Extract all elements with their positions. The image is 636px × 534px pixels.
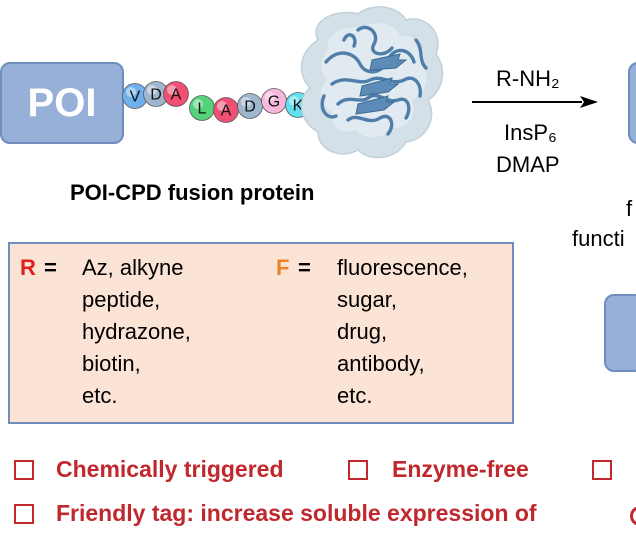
feature-enzyme-free: Enzyme-free [392,456,529,482]
peptide-bead-letter: D [244,99,256,116]
fusion-protein-caption: POI-CPD fusion protein [70,180,315,205]
feature-friendly-tag: Friendly tag: increase soluble expressio… [56,500,537,526]
legend-f-item-1: fluorescence, [337,255,468,280]
peptide-bead-letter: V [130,89,141,106]
legend-r-item-4: biotin, [82,351,141,376]
peptide-bead-4: L [189,95,215,121]
reaction-reagent-dmap: DMAP [496,152,560,177]
reaction-reagent-amine: R-NH₂ [496,66,560,91]
peptide-bead-letter: A [221,103,232,120]
peptide-bead-letter: K [293,98,304,115]
checkbox-chemically-triggered [14,460,34,480]
legend-r-item-5: etc. [82,383,118,408]
checkbox-enzyme-free [348,460,368,480]
peptide-bead-letter: G [268,94,280,111]
poi-label: POI [27,81,97,125]
product-box-bottom [604,294,636,372]
reaction-arrow [472,96,598,108]
cut-off-glyph [630,506,636,526]
peptide-bead-letter: L [198,101,207,118]
peptide-bead-1: V [122,83,148,109]
legend-f-item-4: antibody, [337,351,425,376]
cpd-protein-structure [300,6,444,159]
product-caption-line1: f [626,196,633,221]
product-box-top [628,62,636,144]
legend-r-item-2: peptide, [82,287,161,312]
legend-r-key: R [20,255,36,280]
protein-ribbons [320,25,428,136]
peptide-bead-7: G [261,88,287,114]
product-caption-line2: functi [572,226,625,251]
legend-f-item-5: etc. [337,383,373,408]
peptide-bead-2: D [143,81,169,107]
legend-r-equals: = [44,255,57,280]
peptide-bead-letter: A [171,87,182,104]
legend-f-equals: = [298,255,311,280]
peptide-bead-3: A [163,81,189,107]
substituent-legend-box [8,242,514,424]
feature-chemically-triggered: Chemically triggered [56,456,284,482]
poi-box [0,62,124,144]
peptide-bead-6: D [237,93,263,119]
legend-f-item-3: drug, [337,319,388,344]
legend-f-item-2: sugar, [337,287,397,312]
peptide-bead-letter: D [150,87,162,104]
checkbox-cut-off [592,460,612,480]
checkbox-friendly-tag [14,504,34,524]
legend-r-item-3: hydrazone, [82,319,191,344]
legend-f-key: F [276,255,290,280]
protein-sheets [355,53,408,115]
peptide-bead-5: A [213,97,239,123]
legend-r-item-1: Az, alkyne [82,255,184,280]
reaction-reagent-insp6: InsP₆ [504,120,557,145]
